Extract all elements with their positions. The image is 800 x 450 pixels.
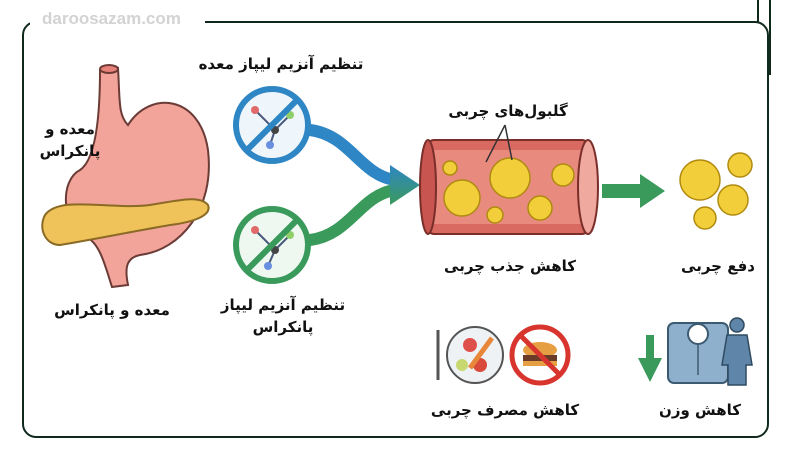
stomach-pancreas-icon <box>41 64 210 289</box>
watermark: daroosazam.com <box>42 9 181 28</box>
fat-globules-label: گلبول‌های چربی <box>448 102 568 120</box>
stomach-pancreas-caption: معده و پانکراس <box>54 301 170 319</box>
divider <box>757 0 759 22</box>
pancreatic-lipase-blocked-icon <box>233 206 311 284</box>
divider <box>769 0 771 75</box>
person-icon <box>721 317 753 386</box>
fat-globules-icon <box>442 157 575 224</box>
no-burger-icon <box>509 324 571 386</box>
healthy-plate-icon <box>436 326 504 384</box>
frame-gap <box>30 12 205 30</box>
gastric-lipase-blocked-icon <box>233 86 311 164</box>
diagram-frame <box>22 21 769 438</box>
fat-excretion-label: دفع چربی <box>681 257 755 275</box>
right-arrow-icon <box>602 174 665 208</box>
blood-vessel-icon <box>419 124 599 235</box>
down-arrow-icon <box>638 335 662 382</box>
merge-arrow-icon <box>308 124 420 246</box>
reduced-absorption-label: کاهش جذب چربی <box>444 257 576 275</box>
scale-icon <box>667 322 729 384</box>
gastric-lipase-label: تنظیم آنزیم لیپاز معده <box>198 55 364 73</box>
reduced-intake-label: کاهش مصرف چربی <box>430 401 580 419</box>
excreted-fat-icon <box>679 152 753 230</box>
weight-loss-label: کاهش وزن <box>659 401 741 419</box>
